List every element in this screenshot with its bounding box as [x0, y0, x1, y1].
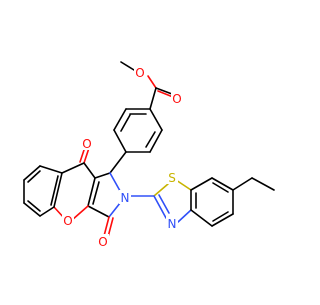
thiazole-nitrogen-label: N [168, 217, 177, 231]
c9a-c3a-double-bond [92, 181, 100, 205]
benzene-to-core-bond [109, 151, 127, 174]
benzene-bond-4 [113, 129, 127, 153]
bt-benzo-bond-1 [190, 177, 213, 191]
pyrrolidine-nitrogen-label: N [121, 191, 130, 205]
c1-c9a-bond [94, 172, 111, 179]
lactam-co-double-bond [107, 217, 114, 238]
ester-o-carbonyl-bond [147, 75, 157, 89]
c3a-o-bond [71, 205, 89, 221]
methyl-bond [120, 61, 135, 71]
benzo-inner-bond-1 [27, 170, 41, 183]
benzo-bond-1 [39, 165, 63, 174]
bond-skeleton [23, 61, 275, 238]
benzene-bond-2 [149, 129, 163, 153]
ethyl-bond-1 [232, 177, 253, 191]
benzene-inner-bond-2 [120, 114, 131, 132]
benzo-bond-5 [39, 206, 55, 217]
c2-s-bond [153, 183, 169, 197]
c9-c8a-bond [61, 162, 85, 174]
bt-benzo-bond-4 [211, 213, 234, 227]
lactam-oxygen-label: O [98, 235, 107, 249]
bt-benzo-bond-2 [211, 177, 234, 191]
ester-single-oxygen-label: O [135, 66, 144, 80]
n-c3a-bond [177, 209, 192, 223]
c2-n-bond [153, 195, 167, 219]
c9a-c3a-bond [87, 177, 96, 207]
ring-oxygen-label: O [63, 214, 72, 228]
benzene-bond-5 [113, 108, 127, 131]
bt-benzo-inner-bond-2 [212, 211, 229, 222]
ester-carbonyl-oxygen-label: O [172, 92, 181, 106]
molecule-structure-diagram: O O O O O N N S [23, 61, 275, 249]
benzene-bond-1 [149, 108, 163, 131]
atom-labels: O O O O O N N S [62, 65, 183, 249]
carbonyl-c-o-bond [155, 87, 173, 95]
ester-to-ring-bond [149, 87, 157, 110]
benzo-bond-4 [23, 202, 41, 217]
ketone-co-bond [83, 147, 90, 164]
bt-benzo-inner-bond-1 [212, 182, 229, 193]
structure-canvas: O O O O O N N S [23, 61, 275, 249]
benzo-inner-bond-3 [50, 175, 59, 206]
benzo-inner-bond-2 [27, 200, 41, 212]
c2-n-double-bond [158, 194, 170, 214]
thiazole-sulfur-label: S [168, 171, 176, 185]
c9a-c9-bond [83, 162, 96, 179]
c3-c3a-bond [87, 205, 110, 218]
s-c7a-bond [175, 179, 192, 191]
bt-benzo-bond-5 [190, 209, 213, 227]
ketone-oxygen-label: O [82, 137, 91, 151]
ethyl-bond-2 [251, 177, 275, 191]
carbonyl-double-bond [157, 90, 174, 98]
benzo-bond-2 [23, 165, 41, 181]
lactam-co-bond [103, 216, 110, 237]
benzene-inner-bond-1 [145, 131, 156, 148]
c4a-c8a-bond [53, 172, 63, 208]
